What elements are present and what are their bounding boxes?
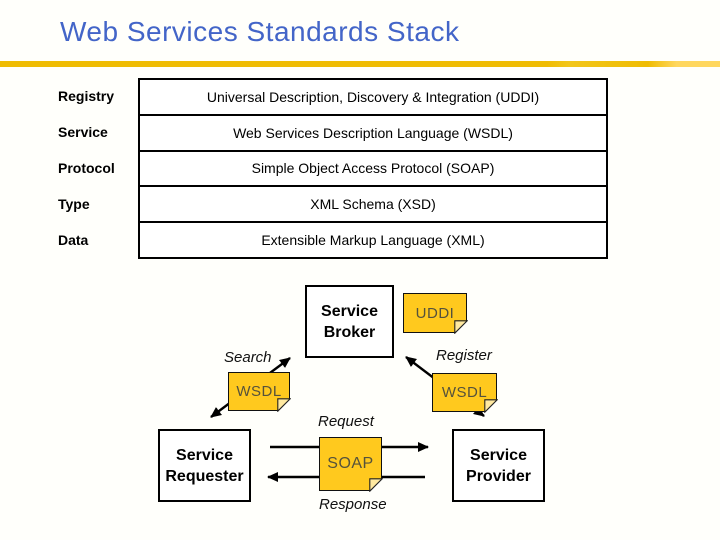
soap-note-label: SOAP bbox=[327, 455, 374, 472]
response-label: Response bbox=[319, 496, 387, 513]
service-provider-box: Service Provider bbox=[452, 429, 545, 502]
standards-stack-table: Universal Description, Discovery & Integ… bbox=[138, 78, 608, 259]
folded-corner-icon bbox=[454, 320, 468, 334]
service-requester-box: Service Requester bbox=[158, 429, 251, 502]
register-label: Register bbox=[436, 347, 492, 364]
stack-label-type: Type bbox=[58, 196, 90, 212]
folded-corner-icon bbox=[277, 398, 291, 412]
soap-note: SOAP bbox=[319, 437, 383, 492]
divider-line bbox=[0, 61, 720, 67]
uddi-note-label: UDDI bbox=[415, 304, 455, 322]
request-label: Request bbox=[318, 413, 374, 430]
folded-corner-icon bbox=[484, 399, 498, 413]
uddi-note: UDDI bbox=[403, 293, 468, 334]
wsdl-note-left: WSDL bbox=[228, 372, 291, 412]
search-label: Search bbox=[224, 349, 272, 366]
stack-label-data: Data bbox=[58, 232, 89, 248]
stack-label-registry: Registry bbox=[58, 88, 115, 104]
page-title: Web Services Standards Stack bbox=[60, 16, 460, 47]
wsdl-left-label: WSDL bbox=[236, 383, 282, 400]
folded-corner-icon bbox=[369, 478, 383, 492]
stack-row-service: Web Services Description Language (WSDL) bbox=[140, 116, 606, 152]
wsdl-right-label: WSDL bbox=[441, 384, 488, 401]
stack-row-protocol: Simple Object Access Protocol (SOAP) bbox=[140, 152, 606, 188]
stack-row-type: XML Schema (XSD) bbox=[140, 187, 606, 224]
service-broker-box: Service Broker bbox=[305, 285, 394, 358]
stack-row-registry: Universal Description, Discovery & Integ… bbox=[140, 80, 606, 116]
stack-row-data: Extensible Markup Language (XML) bbox=[261, 232, 485, 249]
stack-label-service: Service bbox=[58, 124, 108, 140]
wsdl-note-right: WSDL bbox=[432, 373, 498, 413]
stack-label-protocol: Protocol bbox=[58, 160, 115, 176]
